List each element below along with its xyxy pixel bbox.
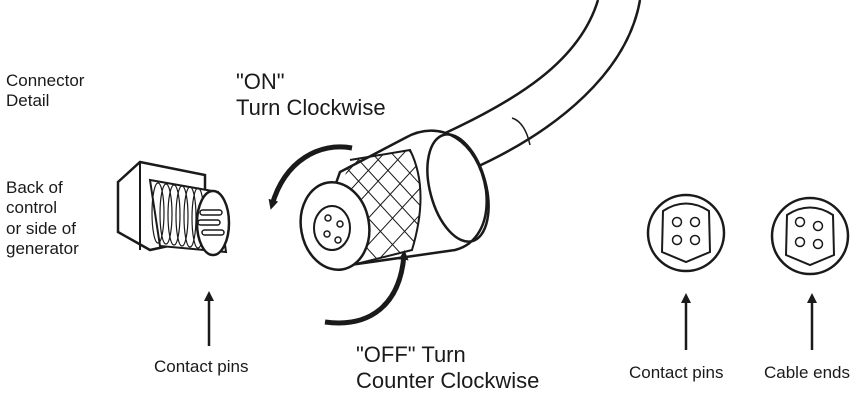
counter-clockwise-label: Counter Clockwise (356, 368, 540, 394)
counter-clockwise-arrow (324, 250, 409, 326)
back-of-control-line: control (6, 198, 58, 218)
connector-detail-line: Connector (6, 71, 85, 90)
male-connector (116, 160, 231, 257)
contact-pins-label-right: Contact pins (629, 363, 724, 382)
contact-pins-end-view (646, 193, 726, 273)
connector-detail-label: Connector Detail (6, 71, 84, 112)
back-of-control-line: generator (6, 239, 79, 259)
back-of-control-line: or side of (6, 218, 76, 238)
clockwise-arrow (268, 144, 353, 210)
cable-ends-label: Cable ends (764, 363, 851, 382)
turn-clockwise-label: Turn Clockwise (236, 95, 386, 121)
cable (429, 0, 642, 172)
off-turn-label: "OFF" Turn (356, 342, 466, 367)
on-label: "ON" (236, 69, 285, 94)
cable-ends-end-view (770, 196, 850, 276)
female-plug (299, 129, 490, 271)
connector-detail-line: Detail (6, 91, 50, 111)
on-instruction-label: "ON" Turn Clockwise (236, 69, 386, 122)
off-instruction-label: "OFF" Turn Counter Clockwise (356, 342, 539, 395)
back-of-control-line: Back of (6, 178, 63, 197)
back-of-control-label: Back of control or side of generator (6, 178, 79, 260)
contact-pins-label-left: Contact pins (154, 357, 249, 376)
